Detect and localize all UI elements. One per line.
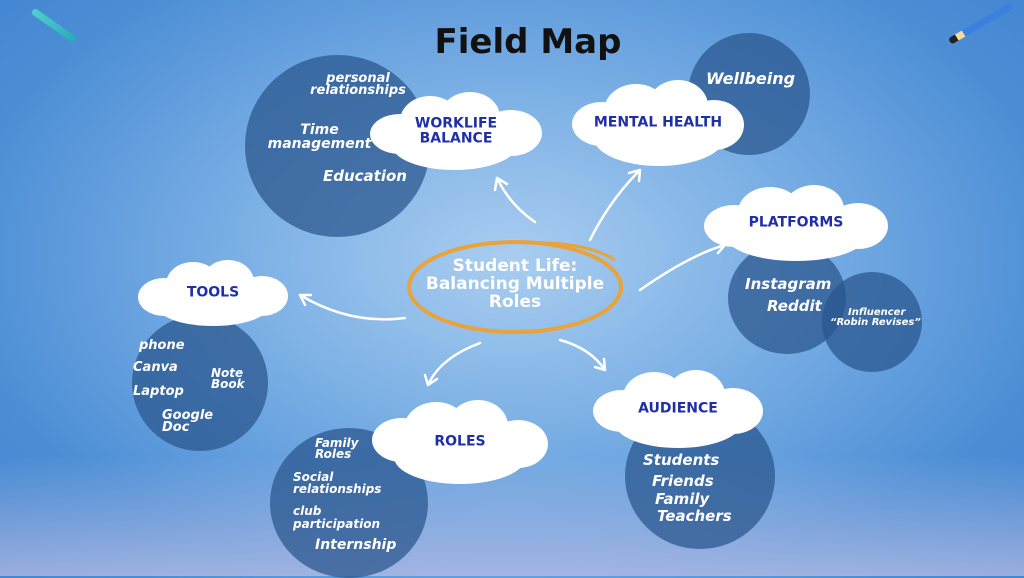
influencer-line: “Robin Revises” xyxy=(830,317,921,328)
worklife-item: Time management xyxy=(267,122,372,152)
center-line: Balancing Multiple xyxy=(425,274,605,295)
audience-item: Family xyxy=(655,490,710,508)
tools-item: Google Doc xyxy=(162,408,214,436)
tools-item: Note Book xyxy=(211,366,245,392)
roles-item: club participation xyxy=(293,504,381,532)
worklife-label: WORKLIFE xyxy=(414,115,498,132)
orange-ring xyxy=(407,240,623,334)
platforms-label: PLATFORMS xyxy=(748,214,844,231)
audience-label: AUDIENCE xyxy=(638,400,718,417)
platforms-item: Reddit xyxy=(767,297,822,315)
center-line: Student Life: xyxy=(452,256,578,277)
platforms-item: Instagram xyxy=(745,275,832,293)
mental-health-cloud[interactable]: MENTAL HEALTH xyxy=(572,80,744,166)
roles-item: Internship xyxy=(315,537,397,553)
audience-item: Teachers xyxy=(657,507,732,525)
roles-item: Social relationships xyxy=(293,470,382,496)
audience-cloud[interactable]: AUDIENCE xyxy=(593,370,763,448)
mental-health-item: Wellbeing xyxy=(706,69,796,88)
tools-item: Canva xyxy=(133,360,178,375)
worklife-label: BALANCE xyxy=(419,130,493,146)
influencer-line: Influencer xyxy=(848,307,906,318)
tools-item: phone xyxy=(139,338,185,353)
platforms-cloud[interactable]: PLATFORMS xyxy=(704,185,888,261)
mental-health-label: MENTAL HEALTH xyxy=(593,114,723,131)
page-title: Field Map xyxy=(434,22,622,62)
roles-cloud[interactable]: ROLES xyxy=(372,400,548,484)
tools-item: Laptop xyxy=(133,384,184,399)
influencer-circle xyxy=(822,272,922,372)
audience-item: Friends xyxy=(652,472,714,490)
tools-circle xyxy=(132,315,268,451)
tools-label: TOOLS xyxy=(186,284,240,301)
background-glow xyxy=(0,456,1024,576)
audience-item: Students xyxy=(643,451,720,469)
worklife-item: Education xyxy=(323,167,407,185)
tools-cloud[interactable]: TOOLS xyxy=(138,260,288,326)
roles-item: Family Roles xyxy=(315,436,359,462)
roles-label: ROLES xyxy=(434,433,486,450)
worklife-item: personal relationships xyxy=(310,71,406,99)
center-line: Roles xyxy=(488,291,542,312)
